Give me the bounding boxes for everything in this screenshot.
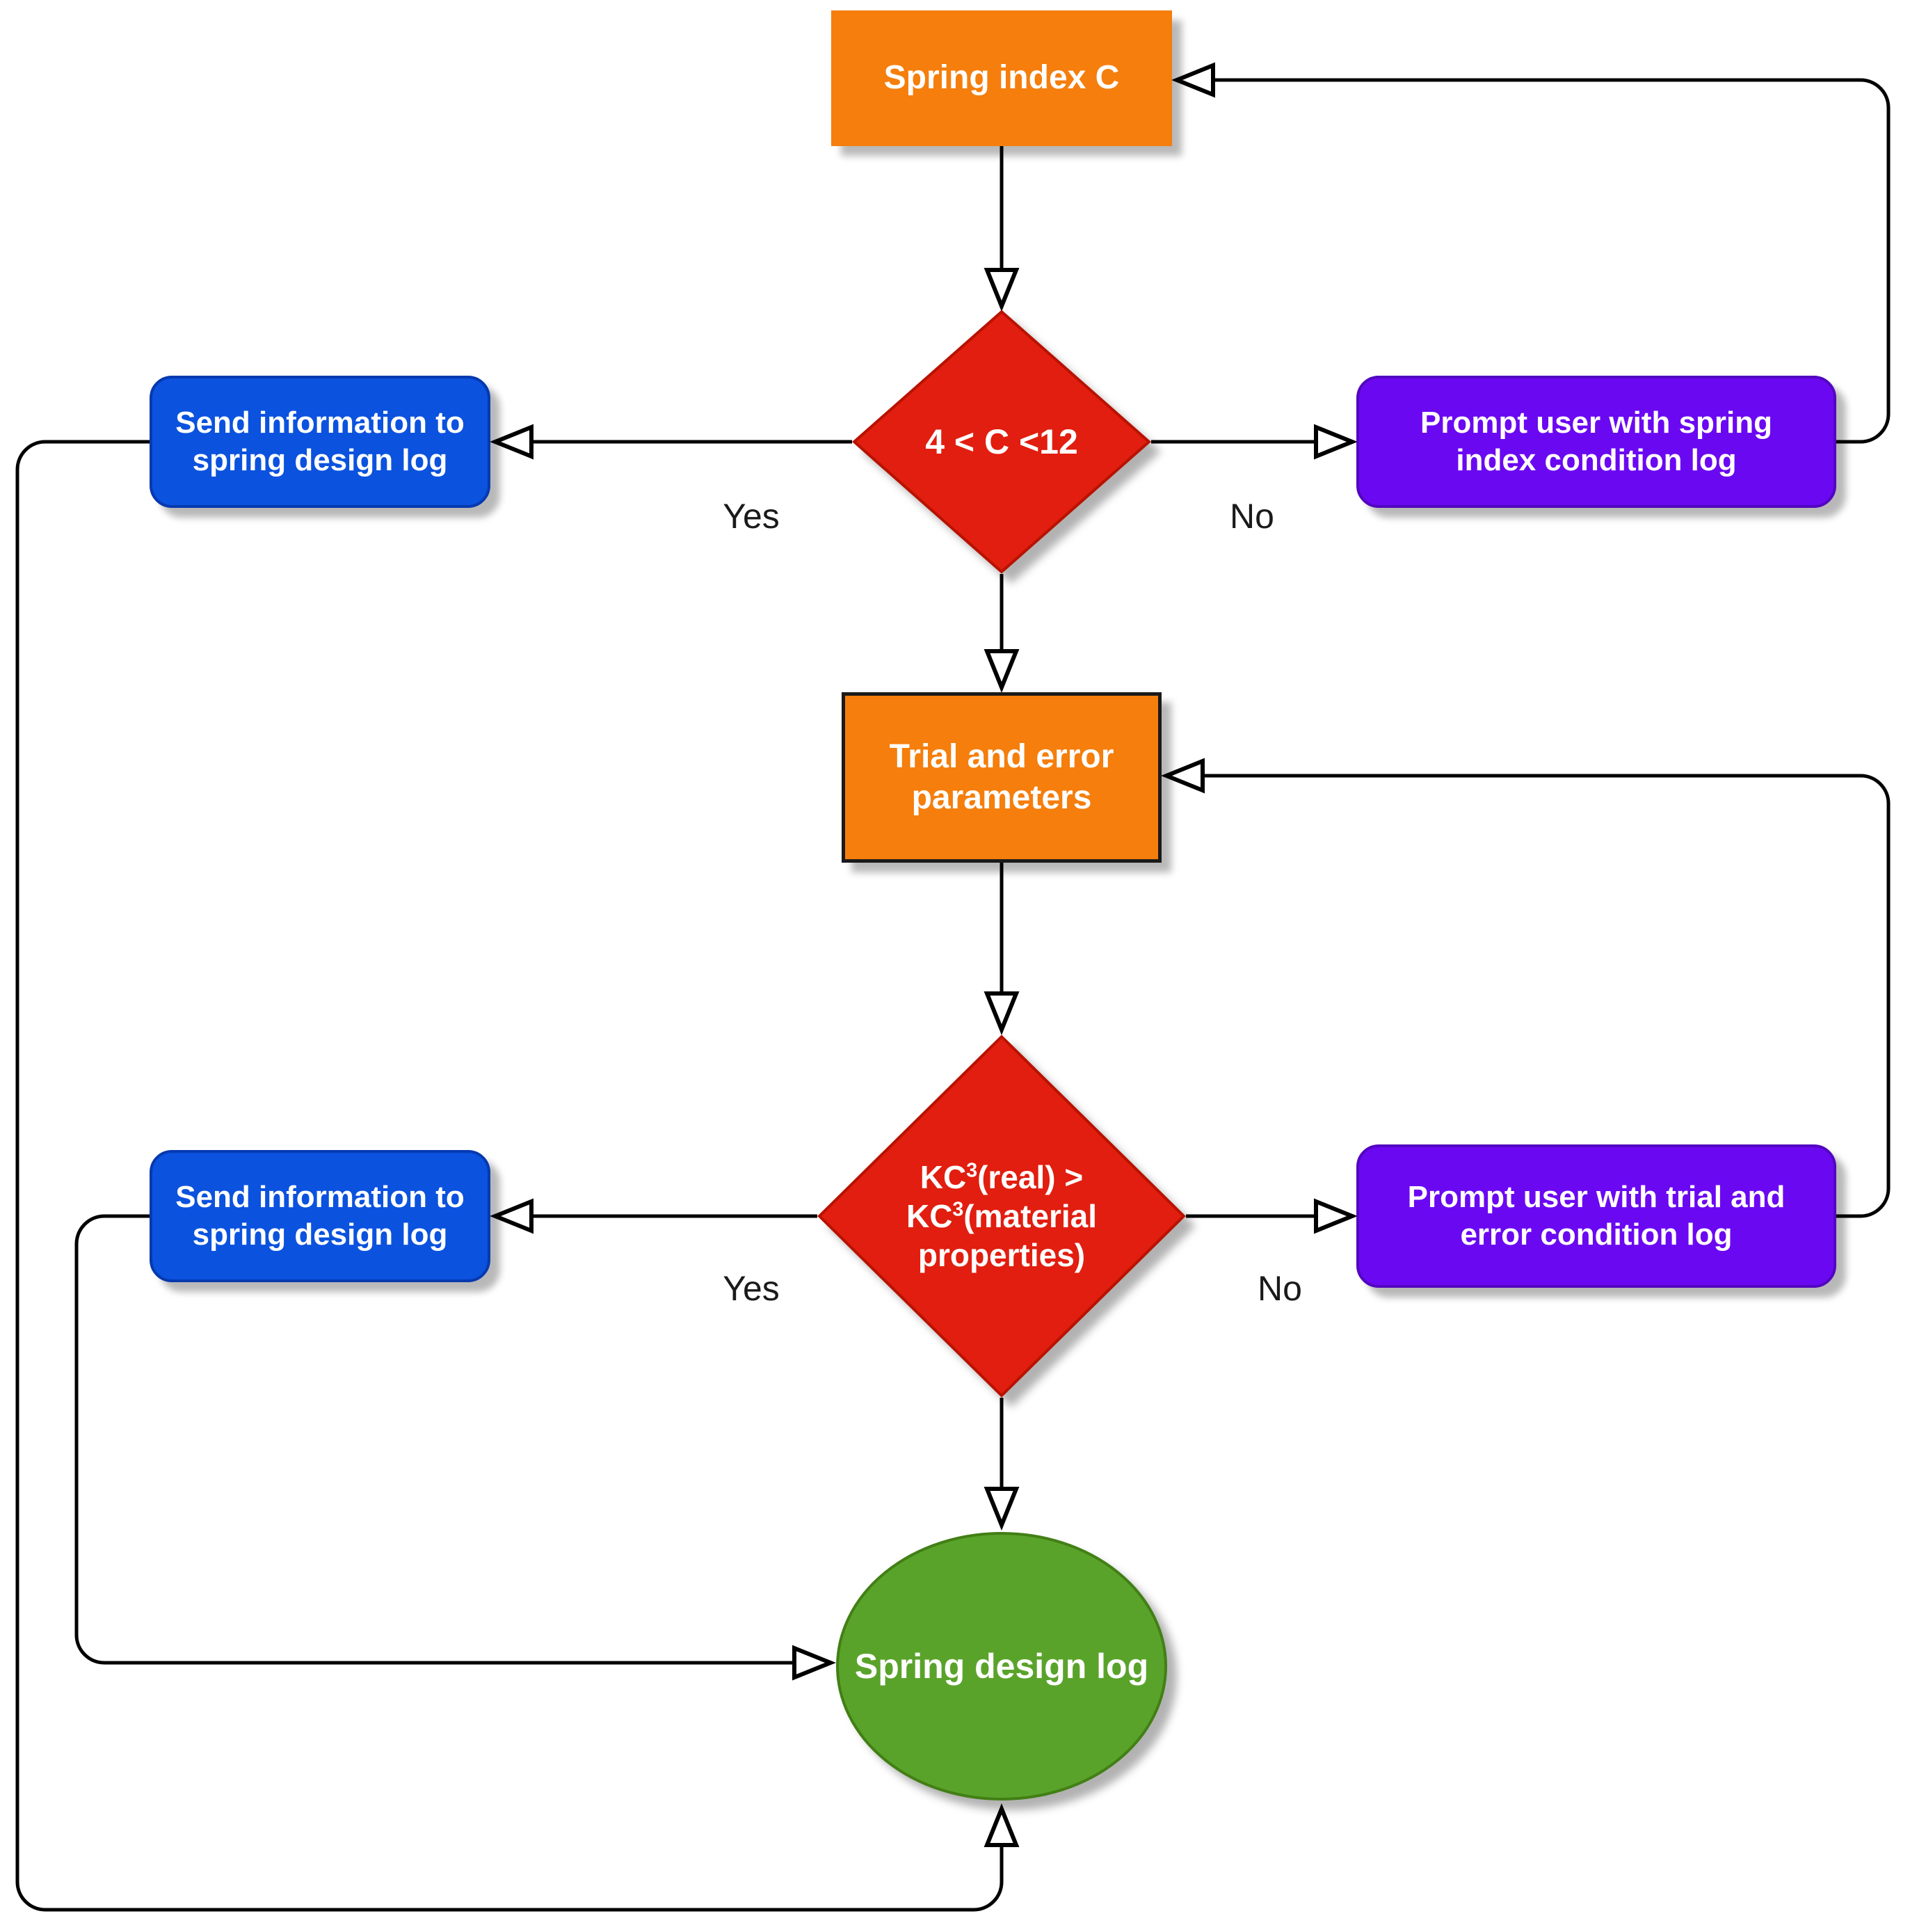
edge-label-decision2-no: No bbox=[1258, 1269, 1302, 1308]
decision-spring-index-range-label: 4 < C <12 bbox=[925, 422, 1078, 461]
ellipse-shape bbox=[836, 1532, 1167, 1801]
action-send-info-top: Send information to spring design log bbox=[150, 376, 490, 508]
diamond-shape bbox=[817, 1035, 1186, 1398]
edge-send-top-to-log bbox=[15, 440, 1020, 1912]
prompt-trial-error-log: Prompt user with trial and error conditi… bbox=[1356, 1144, 1836, 1288]
process-trial-error-parameters-label: Trial and error parameters bbox=[889, 737, 1114, 816]
process-spring-index-label: Spring index C bbox=[883, 59, 1120, 97]
action-send-info-bottom: Send information to spring design log bbox=[150, 1150, 490, 1282]
decision-kc3-comparison: KC3(real) > KC3(material properties) bbox=[817, 1035, 1186, 1398]
process-trial-error-parameters: Trial and error parameters bbox=[842, 692, 1162, 863]
edge-prompt-index-feedback bbox=[1171, 62, 1891, 444]
prompt-spring-index-log-label: Prompt user with spring index condition … bbox=[1420, 406, 1773, 477]
action-send-info-bottom-label: Send information to spring design log bbox=[175, 1180, 465, 1252]
process-spring-index: Spring index C bbox=[831, 10, 1172, 146]
diamond-shape bbox=[852, 310, 1151, 574]
prompt-trial-error-log-label: Prompt user with trial and error conditi… bbox=[1407, 1180, 1785, 1252]
edge-label-decision1-no: No bbox=[1230, 497, 1274, 536]
edge-label-decision2-yes: Yes bbox=[723, 1269, 780, 1308]
edge-prompt-trial-feedback bbox=[1160, 758, 1891, 1218]
terminal-spring-design-log: Spring design log bbox=[835, 1531, 1169, 1802]
decision-spring-index-range: 4 < C <12 bbox=[852, 310, 1151, 574]
terminal-spring-design-log-label: Spring design log bbox=[854, 1646, 1149, 1686]
decision-kc3-comparison-label: KC3(real) > KC3(material properties) bbox=[906, 1158, 1098, 1274]
prompt-spring-index-log: Prompt user with spring index condition … bbox=[1356, 376, 1836, 508]
edge-label-decision1-yes: Yes bbox=[723, 497, 780, 536]
action-send-info-top-label: Send information to spring design log bbox=[175, 406, 465, 477]
edge-send-bottom-to-log bbox=[74, 1214, 837, 1681]
